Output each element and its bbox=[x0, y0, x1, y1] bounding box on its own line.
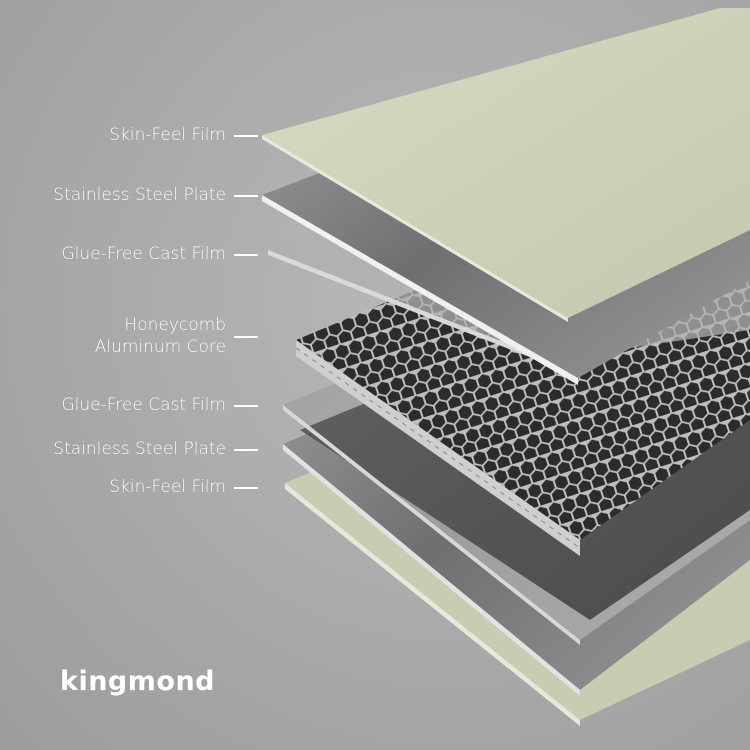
layer-label-4: Honeycomb Aluminum Core bbox=[94, 315, 226, 357]
layer-tick-7 bbox=[234, 487, 258, 489]
layer-label-7: Skin-Feel Film bbox=[109, 477, 226, 497]
layer-label-5: Glue-Free Cast Film bbox=[61, 395, 226, 415]
layer-tick-1 bbox=[234, 135, 258, 137]
layer-label-3: Glue-Free Cast Film bbox=[61, 244, 226, 264]
layer-tick-3 bbox=[234, 254, 258, 256]
layer-tick-4 bbox=[234, 336, 258, 338]
layer-label-2: Stainless Steel Plate bbox=[53, 185, 226, 205]
brand-logo: kingmond bbox=[60, 666, 215, 697]
layer-tick-5 bbox=[234, 405, 258, 407]
layer-label-1: Skin-Feel Film bbox=[109, 125, 226, 145]
layer-tick-2 bbox=[234, 195, 258, 197]
layer-label-6: Stainless Steel Plate bbox=[53, 439, 226, 459]
top-skin-feel-film bbox=[262, 8, 750, 322]
layer-tick-6 bbox=[234, 449, 258, 451]
